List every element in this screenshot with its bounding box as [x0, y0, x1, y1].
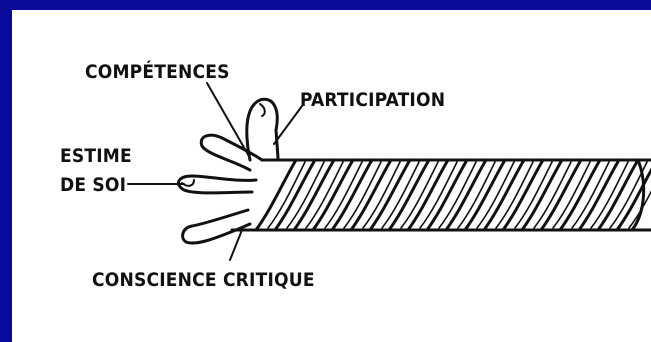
rope-twist-shade [439, 162, 476, 228]
leader-conscience [230, 230, 242, 260]
slide-canvas: COMPÉTENCES PARTICIPATION ESTIME DE SOI … [12, 10, 651, 342]
label-estime-line2: DE SOI [60, 174, 126, 196]
label-participation: PARTICIPATION [300, 89, 445, 111]
rope-strands [256, 160, 651, 230]
rope-twist-shade [572, 162, 609, 228]
rope-twist-shade [268, 162, 305, 228]
strand-conscience [183, 210, 250, 243]
strand-competences [201, 135, 262, 170]
strand-estime [178, 176, 256, 193]
rope-twist [275, 160, 315, 230]
rope-diagram: COMPÉTENCES PARTICIPATION ESTIME DE SOI … [12, 10, 651, 342]
rope-twist-shade [477, 162, 514, 228]
rope-twist [617, 160, 651, 230]
rope-twist-shade [363, 162, 400, 228]
rope-twist-shade [287, 162, 324, 228]
leader-competences [207, 83, 250, 158]
rope-twist-shade [591, 162, 628, 228]
rope-twist-shade [420, 162, 457, 228]
rope-twist-shade [306, 162, 343, 228]
rope-twist-shade [401, 162, 438, 228]
rope-twist-shade [515, 162, 552, 228]
strand-participation [247, 99, 278, 160]
rope-twist-shade [553, 162, 590, 228]
rope-twist [256, 160, 296, 230]
label-conscience: CONSCIENCE CRITIQUE [92, 269, 315, 291]
label-competences: COMPÉTENCES [85, 60, 230, 83]
rope-twist-shade [382, 162, 419, 228]
rope-twist-shade [534, 162, 571, 228]
label-estime-line1: ESTIME [60, 145, 132, 167]
rope-twist-shade [325, 162, 362, 228]
rope-twist-shade [496, 162, 533, 228]
rope-twist-shade [344, 162, 381, 228]
rope-twist-shade [458, 162, 495, 228]
